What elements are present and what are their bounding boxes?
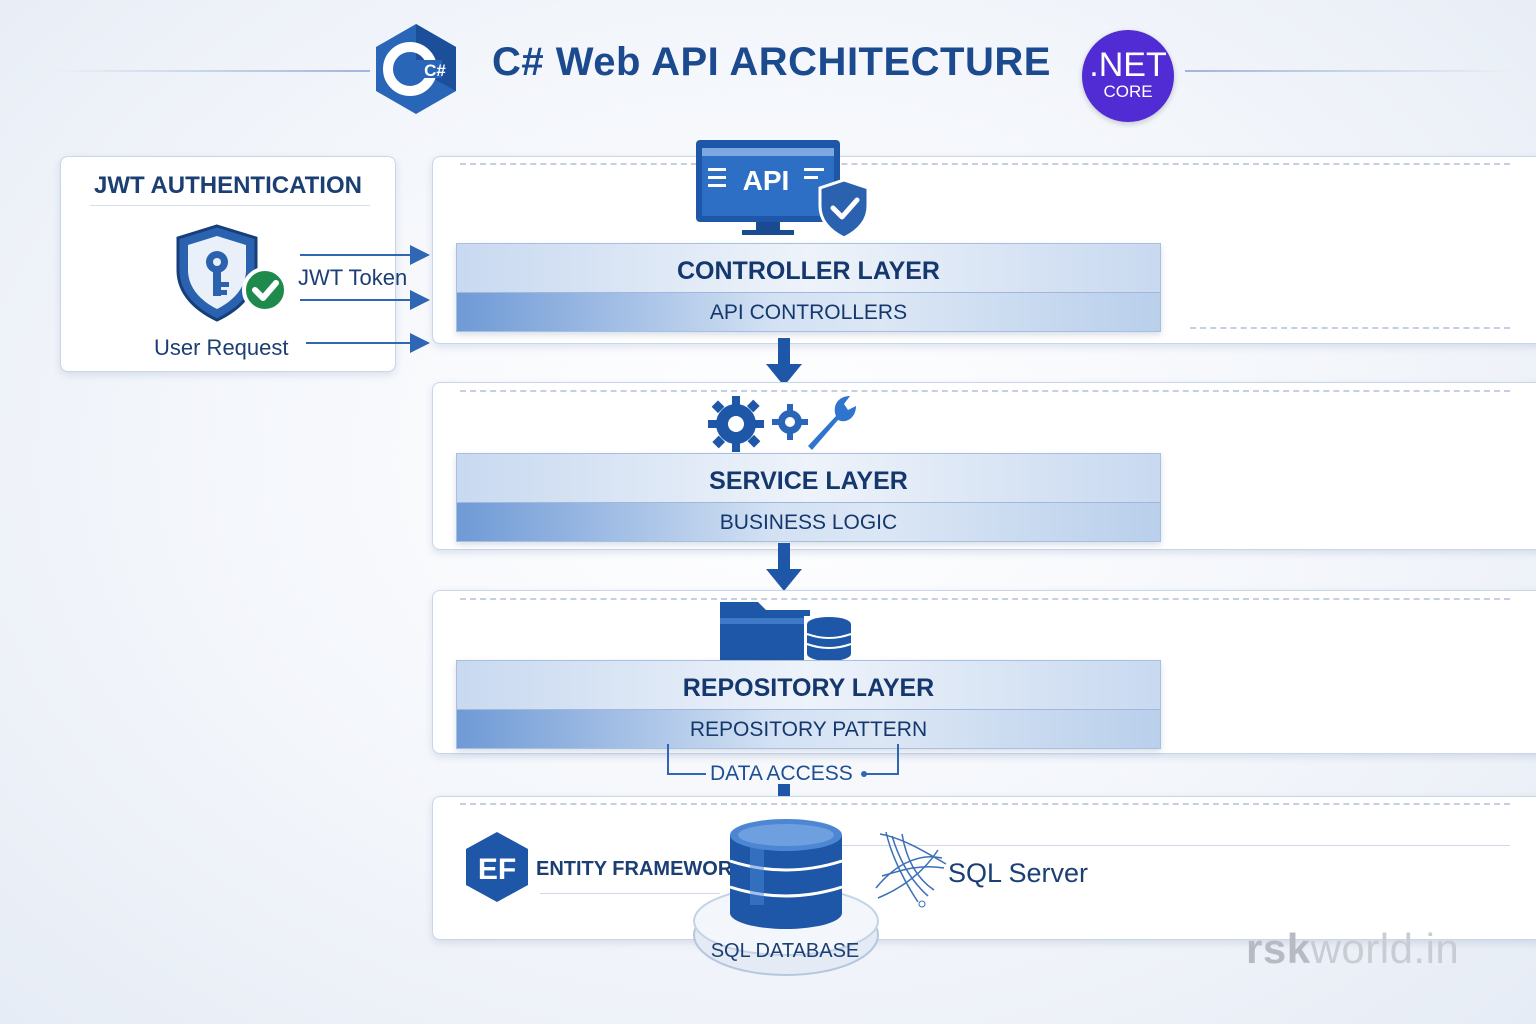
- header-rule-left: [50, 70, 370, 72]
- net-badge-line1: .NET: [1089, 46, 1167, 84]
- net-core-badge: .NET CORE: [1082, 30, 1174, 122]
- watermark: rskworld.in: [1246, 925, 1459, 973]
- service-layer-title: SERVICE LAYER: [457, 454, 1160, 502]
- api-monitor-icon: API: [696, 140, 870, 240]
- auth-title-divider: [90, 205, 370, 206]
- entity-framework-label: ENTITY FRAMEWORK: [536, 858, 747, 880]
- panel-dash: [1190, 327, 1510, 329]
- csharp-logo-text: C#: [424, 61, 446, 80]
- folder-database-icon: [720, 602, 854, 664]
- sql-server-label: SQL Server: [948, 858, 1089, 888]
- ef-logo-text: EF: [478, 853, 516, 886]
- api-icon-text: API: [743, 165, 790, 196]
- down-arrow-icon: [766, 543, 802, 591]
- controller-layer: CONTROLLER LAYER API CONTROLLERS: [456, 243, 1161, 332]
- shield-key-icon: [176, 224, 288, 322]
- panel-dash: [460, 390, 1510, 392]
- service-layer: SERVICE LAYER BUSINESS LOGIC: [456, 453, 1161, 542]
- service-layer-subtitle: BUSINESS LOGIC: [457, 502, 1160, 541]
- controller-layer-title: CONTROLLER LAYER: [457, 244, 1160, 292]
- data-tier-panel: [432, 796, 1536, 940]
- auth-title: JWT AUTHENTICATION: [94, 172, 362, 199]
- ef-underline: [540, 893, 720, 894]
- sql-server-logo-icon: [875, 831, 947, 908]
- repository-layer-subtitle: REPOSITORY PATTERN: [457, 709, 1160, 748]
- data-access-bracket: [667, 744, 899, 777]
- panel-dash: [460, 803, 1510, 805]
- down-arrow-icon: [766, 338, 802, 386]
- watermark-rest: world.in: [1310, 925, 1460, 972]
- jwt-token-label: JWT Token: [298, 265, 408, 290]
- repository-layer-title: REPOSITORY LAYER: [457, 661, 1160, 709]
- panel-dash: [460, 598, 1510, 600]
- csharp-logo-icon: C#: [376, 24, 456, 114]
- net-badge-line2: CORE: [1103, 82, 1153, 101]
- ef-logo-icon: EF: [466, 832, 528, 902]
- page-title: C# Web API ARCHITECTURE: [492, 40, 1051, 84]
- auth-arrows: [300, 245, 430, 353]
- panel-dash: [460, 163, 1510, 165]
- gears-wrench-icon: [708, 396, 856, 452]
- data-tier-rule: [840, 845, 1510, 846]
- header-rule-right: [1185, 70, 1515, 72]
- watermark-bold: rsk: [1246, 925, 1311, 972]
- repository-layer: REPOSITORY LAYER REPOSITORY PATTERN: [456, 660, 1161, 749]
- user-request-label: User Request: [154, 335, 289, 360]
- data-access-label: DATA ACCESS: [710, 762, 853, 785]
- controller-layer-subtitle: API CONTROLLERS: [457, 292, 1160, 331]
- sql-database-icon: [693, 819, 879, 976]
- sql-database-label: SQL DATABASE: [710, 940, 860, 962]
